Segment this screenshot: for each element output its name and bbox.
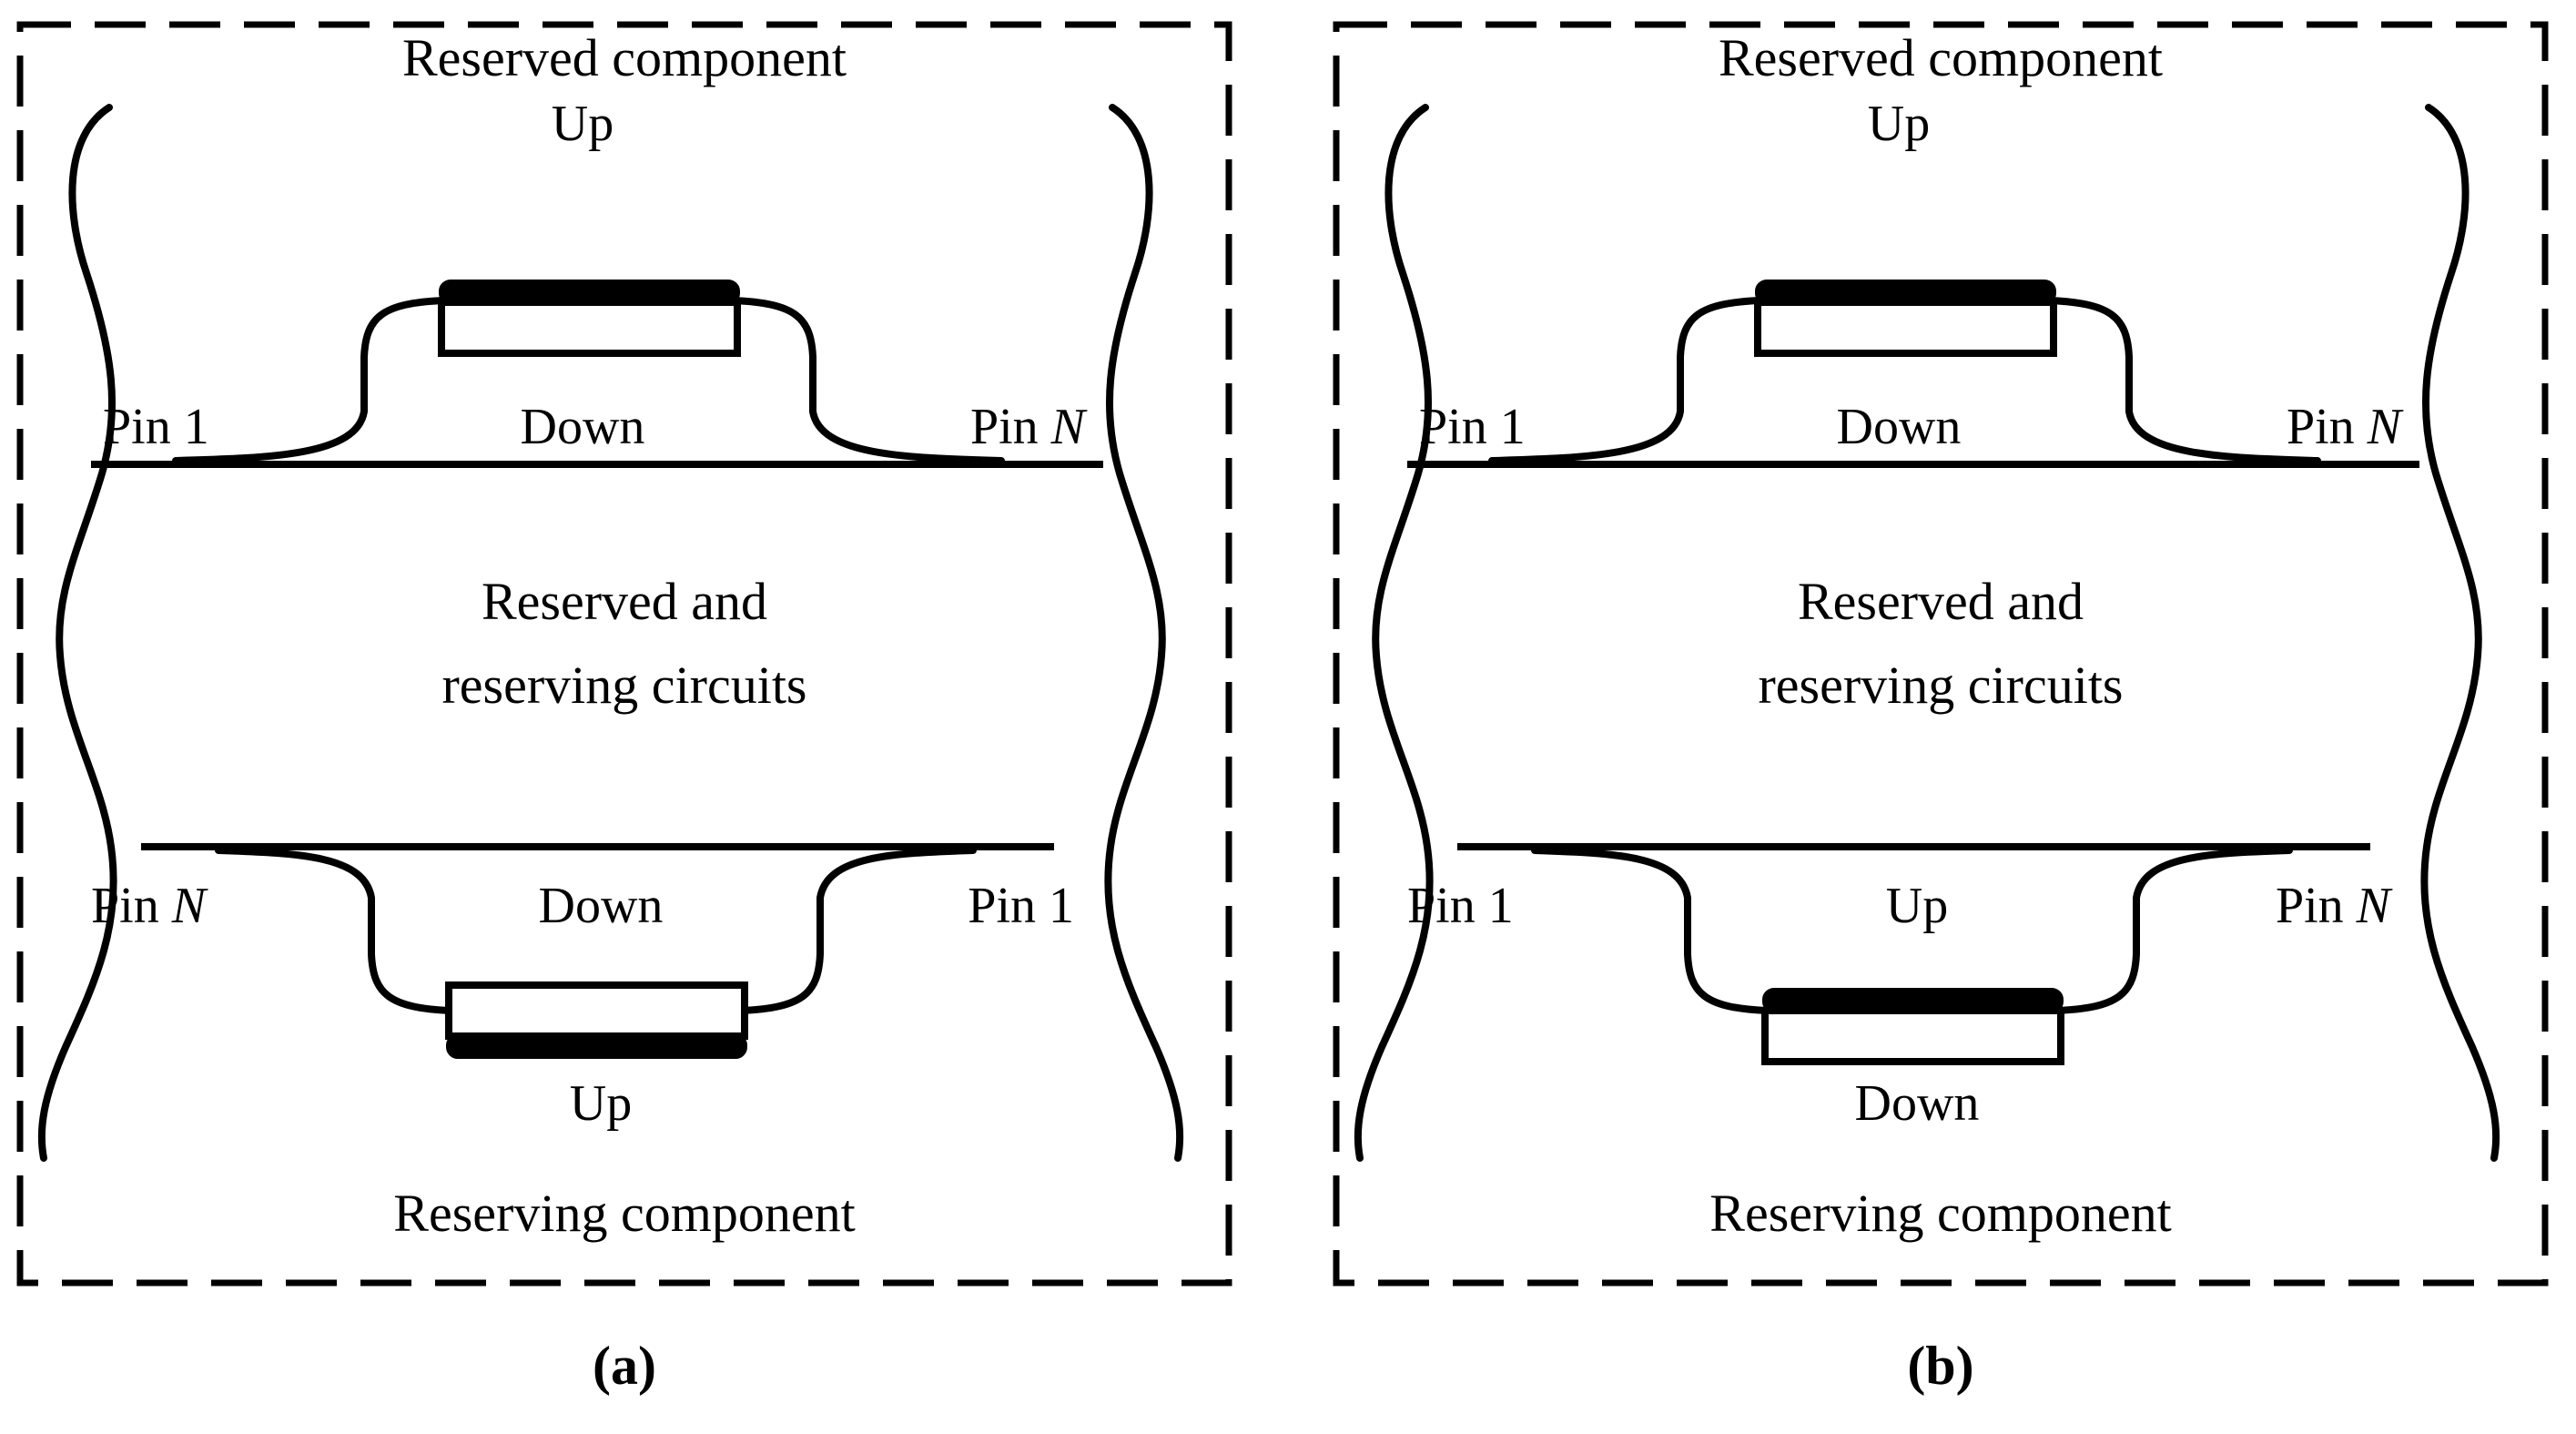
panel-b-middle-text-line1: Reserved and <box>1798 572 2084 631</box>
panel-b-bottom-lead-left <box>1531 847 1770 1014</box>
panel-b-top-pin-right: Pin N <box>2287 399 2404 455</box>
panel-a-bottom-pin-left-value: N <box>171 878 208 934</box>
panel-b-break-line-right <box>2420 104 2500 1162</box>
panel-b-middle-text-line2: reserving circuits <box>1758 656 2123 715</box>
panel-b-bottom-chip-body <box>1761 1007 2064 1065</box>
panel-a-top-chip-polarity-marker <box>439 280 740 305</box>
panel-a: Reserved component Up Pin 1 Down Pin N R… <box>16 21 1232 1396</box>
panel-b-top-lead-right <box>2046 297 2321 464</box>
panel-b-top-pin-left: Pin 1 <box>1419 399 1526 455</box>
panel-b-canvas: Reserved component Up Pin 1 Down Pin N R… <box>1333 21 2549 1396</box>
panel-a-top-pin-left-value: 1 <box>184 399 209 455</box>
panel-b-dashed-border <box>1333 21 2549 1287</box>
panel-a-dashed-border <box>16 21 1232 1287</box>
panel-b-top-title: Reserved component <box>1719 28 2163 87</box>
panel-b-top-lead-left <box>1488 297 1763 464</box>
panel-a-bottom-label-above: Down <box>539 878 664 934</box>
panel-b-top-pin-left-value: 1 <box>1500 399 1526 455</box>
panel-a-bottom-chip-body <box>445 981 748 1040</box>
panel-b-bottom-pin-left: Pin 1 <box>1407 878 1514 934</box>
panel-b-top-pin-right-prefix: Pin <box>2287 399 2368 455</box>
panel-b-break-line-left <box>1354 104 1434 1162</box>
panel-a-bottom-label-below: Up <box>570 1075 632 1132</box>
panel-a-bottom-pin-right: Pin 1 <box>968 878 1074 934</box>
panel-a-bottom-pin-left-prefix: Pin <box>91 878 172 934</box>
panel-a-top-lead-right <box>730 297 1005 464</box>
panel-b-top-pin-left-prefix: Pin <box>1419 399 1500 455</box>
panel-a-top-label-above: Up <box>552 96 614 152</box>
panel-a-top-label-below: Down <box>521 399 645 455</box>
panel-b-bottom-pin-right-value: N <box>2356 878 2393 934</box>
panel-a-bottom-title: Reserving component <box>393 1184 855 1243</box>
panel-a-top-lead-left <box>172 297 447 464</box>
panel-a-caption: (a) <box>593 1336 656 1396</box>
panel-a-bottom-lead-right <box>737 847 977 1014</box>
panel-b-top-label-above: Up <box>1868 96 1930 152</box>
panel-a-bottom-pin-left: Pin N <box>91 878 208 934</box>
panel-a-top-pin-left-prefix: Pin <box>103 399 184 455</box>
panel-b-bottom-chip-polarity-marker <box>1762 988 2064 1013</box>
panel-a-top-pin-right: Pin N <box>970 399 1088 455</box>
panel-b-caption: (b) <box>1907 1336 1973 1396</box>
panel-a-top-pin-left: Pin 1 <box>103 399 209 455</box>
panel-b-bottom-label-below: Down <box>1855 1075 1980 1132</box>
panel-b-bottom-pin-right-prefix: Pin <box>2276 878 2357 934</box>
panel-a-bottom-lead-left <box>215 847 454 1014</box>
panel-a-top-chip-body <box>438 299 741 357</box>
panel-a-middle-text-line1: Reserved and <box>482 572 767 631</box>
panel-a-bottom-chip-polarity-marker <box>446 1033 747 1059</box>
panel-a-middle-text-line2: reserving circuits <box>441 656 806 715</box>
panel-a-break-line-right <box>1104 104 1184 1162</box>
panel-b-top-label-below: Down <box>1837 399 1962 455</box>
panel-a-top-pin-right-prefix: Pin <box>970 399 1051 455</box>
panel-a-bottom-pin-right-prefix: Pin <box>968 878 1049 934</box>
panel-a-top-title: Reserved component <box>402 28 847 87</box>
panel-a-canvas: Reserved component Up Pin 1 Down Pin N R… <box>16 21 1232 1396</box>
panel-a-bottom-pin-right-value: 1 <box>1049 878 1074 934</box>
panel-a-break-line-left <box>37 104 117 1162</box>
panel-b: Reserved component Up Pin 1 Down Pin N R… <box>1288 0 2576 1434</box>
panel-b-top-pin-right-value: N <box>2367 399 2404 455</box>
panel-b-bottom-pin-left-prefix: Pin <box>1407 878 1488 934</box>
panel-b-bottom-lead-right <box>2054 847 2293 1014</box>
panel-a-top-pin-right-value: N <box>1050 399 1088 455</box>
panel-b-top-chip-body <box>1754 299 2057 357</box>
panel-b-bottom-pin-left-value: 1 <box>1488 878 1514 934</box>
panel-b-bottom-pin-right: Pin N <box>2276 878 2393 934</box>
panel-b-bottom-title: Reserving component <box>1709 1184 2171 1243</box>
panel-b-top-chip-polarity-marker <box>1755 280 2056 305</box>
panel-b-bottom-label-above: Up <box>1886 878 1948 934</box>
